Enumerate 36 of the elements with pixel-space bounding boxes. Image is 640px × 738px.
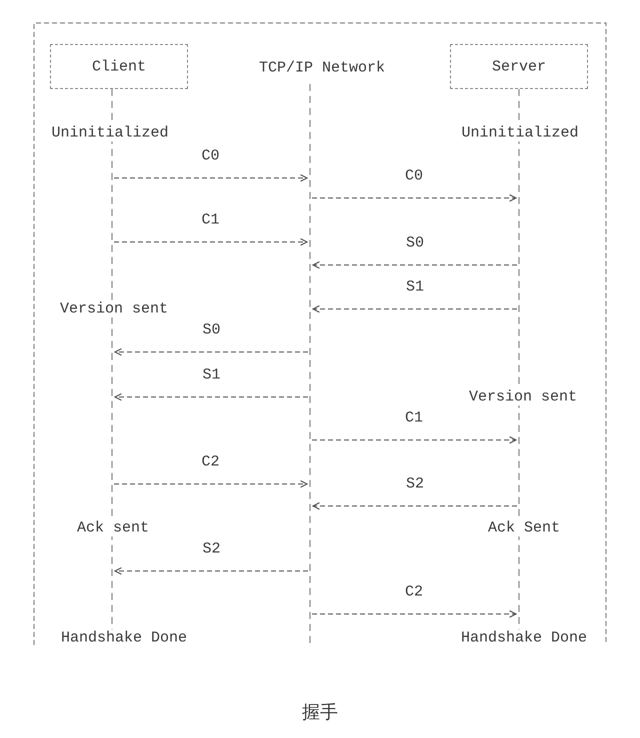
message-arrow [114, 238, 308, 246]
participant-name: Client [92, 58, 146, 75]
message-label: C0 [202, 148, 220, 164]
message-arrow [114, 174, 308, 182]
state-label: Ack Sent [488, 520, 560, 536]
message-arrow [114, 567, 308, 575]
message-label: S0 [202, 322, 220, 338]
message-arrow [114, 480, 308, 488]
state-label: Version sent [468, 388, 578, 406]
message-label: S1 [202, 366, 220, 384]
message-label: C1 [405, 410, 423, 426]
message-label: C2 [405, 584, 423, 600]
state-label: Uninitialized [461, 124, 579, 142]
message-label: S0 [406, 234, 424, 252]
state-label: Version sent [60, 300, 168, 318]
state-label: Handshake Done [460, 630, 588, 646]
message-arrow [312, 502, 518, 510]
message-arrow [114, 348, 308, 356]
message-label: C2 [202, 454, 220, 470]
message-label: C1 [202, 212, 220, 228]
message-arrow [312, 610, 517, 618]
participant-name: Server [492, 58, 546, 75]
state-label: Uninitialized [51, 124, 169, 142]
participant-name: TCP/IP Network [258, 60, 386, 76]
state-label: Handshake Done [60, 630, 188, 646]
message-label: S2 [406, 476, 424, 492]
message-arrow [114, 393, 308, 401]
state-label: Ack sent [77, 520, 149, 536]
message-label: C0 [405, 168, 423, 184]
message-arrow [312, 305, 518, 313]
message-arrow [312, 436, 517, 444]
message-arrow [312, 261, 518, 269]
message-label: S2 [202, 540, 220, 558]
caption: 握手 [302, 701, 338, 723]
message-arrow [312, 194, 517, 202]
message-label: S1 [406, 278, 424, 296]
